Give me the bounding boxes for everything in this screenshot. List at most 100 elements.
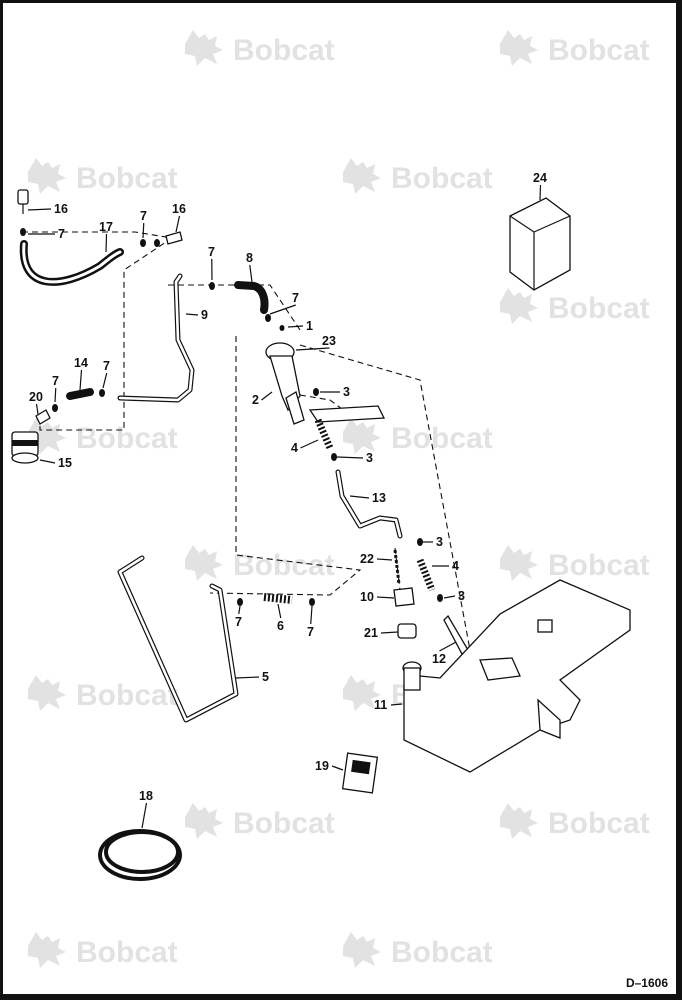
watermark-text: Bobcat <box>391 162 493 195</box>
callout-21: 21 <box>364 626 399 640</box>
watermark: Bobcat <box>500 30 650 67</box>
callout-3: 3 <box>336 451 373 465</box>
callout-number: 8 <box>246 251 253 265</box>
watermark-text: Bobcat <box>548 549 650 582</box>
callout-17: 17 <box>99 220 113 253</box>
callout-leader-line <box>261 391 273 401</box>
callout-number: 2 <box>252 393 259 407</box>
callout-6: 6 <box>277 603 284 633</box>
bobcat-logo-icon <box>28 932 66 968</box>
callout-10: 10 <box>360 590 395 604</box>
callout-number: 3 <box>458 589 465 603</box>
bobcat-logo-icon <box>500 803 538 839</box>
callout-16: 16 <box>172 202 186 233</box>
callout-number: 16 <box>54 202 68 216</box>
callout-number: 23 <box>322 334 336 348</box>
part-fuel-tank-11 <box>402 579 631 773</box>
callout-leader-line <box>185 313 199 316</box>
callout-7: 7 <box>208 245 215 281</box>
callout-leader-line <box>380 631 399 634</box>
callout-leader-line <box>269 304 296 315</box>
bobcat-logo-icon <box>500 545 538 581</box>
callout-15: 15 <box>39 456 72 470</box>
callout-9: 9 <box>185 308 208 322</box>
callout-leader-line <box>439 641 457 652</box>
callout-23: 23 <box>295 334 336 351</box>
callout-number: 9 <box>201 308 208 322</box>
callout-leader-line <box>175 215 181 233</box>
watermark: Bobcat <box>28 675 178 712</box>
callout-19: 19 <box>315 759 344 773</box>
callout-leader-line <box>249 264 253 283</box>
callout-number: 17 <box>99 220 113 234</box>
callout-3: 3 <box>443 589 465 603</box>
watermark-text: Bobcat <box>233 549 335 582</box>
callout-number: 18 <box>139 789 153 803</box>
part-box-24 <box>509 197 571 291</box>
callout-1: 1 <box>287 319 313 333</box>
watermark: Bobcat <box>343 158 493 195</box>
callout-leader-line <box>102 372 108 389</box>
callout-7: 7 <box>28 227 65 241</box>
watermark-text: Bobcat <box>548 292 650 325</box>
watermark: Bobcat <box>185 803 335 840</box>
callout-22: 22 <box>360 552 393 566</box>
part-hose-8 <box>209 281 285 331</box>
watermark: Bobcat <box>28 158 178 195</box>
bobcat-logo-icon <box>500 288 538 324</box>
callout-number: 21 <box>364 626 378 640</box>
callout-leader-line <box>331 765 344 771</box>
callout-leader-line <box>539 184 542 201</box>
callout-number: 7 <box>140 209 147 223</box>
callout-number: 3 <box>343 385 350 399</box>
callout-3: 3 <box>423 535 443 549</box>
callout-leader-line <box>54 387 57 403</box>
watermark: Bobcat <box>28 418 178 455</box>
watermark: Bobcat <box>343 932 493 969</box>
callout-leader-line <box>105 233 108 253</box>
watermark: Bobcat <box>500 545 650 582</box>
callout-leader-line <box>238 605 241 615</box>
callout-leader-line <box>27 208 52 211</box>
callout-7: 7 <box>307 605 314 639</box>
callout-leader-line <box>35 403 39 415</box>
callout-number: 7 <box>103 359 110 373</box>
callout-number: 3 <box>436 535 443 549</box>
bobcat-logo-icon <box>185 30 223 66</box>
callout-7: 7 <box>52 374 59 403</box>
part-grommets <box>393 538 469 655</box>
callout-24: 24 <box>533 171 547 201</box>
part-fuel-sender-2 <box>265 342 386 425</box>
callout-number: 1 <box>306 319 313 333</box>
callout-leader-line <box>295 347 330 351</box>
callout-leader-line <box>235 676 260 679</box>
callout-number: 7 <box>52 374 59 388</box>
bobcat-logo-icon <box>343 158 381 194</box>
callout-leader-line <box>141 802 148 829</box>
callout-7: 7 <box>235 605 242 629</box>
callout-leader-line <box>390 703 403 706</box>
watermark-text: Bobcat <box>76 422 178 455</box>
callout-number: 3 <box>366 451 373 465</box>
watermark: Bobcat <box>500 803 650 840</box>
callout-number: 22 <box>360 552 374 566</box>
callout-number: 19 <box>315 759 329 773</box>
callout-2: 2 <box>252 391 273 407</box>
part-tube-9 <box>117 273 195 403</box>
callout-number: 16 <box>172 202 186 216</box>
callout-number: 7 <box>307 625 314 639</box>
callout-7: 7 <box>102 359 110 389</box>
callout-number: 4 <box>291 441 298 455</box>
callout-number: 12 <box>432 652 446 666</box>
watermark-text: Bobcat <box>391 422 493 455</box>
callout-leader-line <box>336 456 364 459</box>
callout-leader-line <box>277 603 282 619</box>
watermark: Bobcat <box>500 288 650 325</box>
callout-leader-line <box>39 459 56 464</box>
watermark-text: Bobcat <box>391 936 493 969</box>
callout-leader-line <box>310 605 313 625</box>
callout-13: 13 <box>349 491 386 505</box>
